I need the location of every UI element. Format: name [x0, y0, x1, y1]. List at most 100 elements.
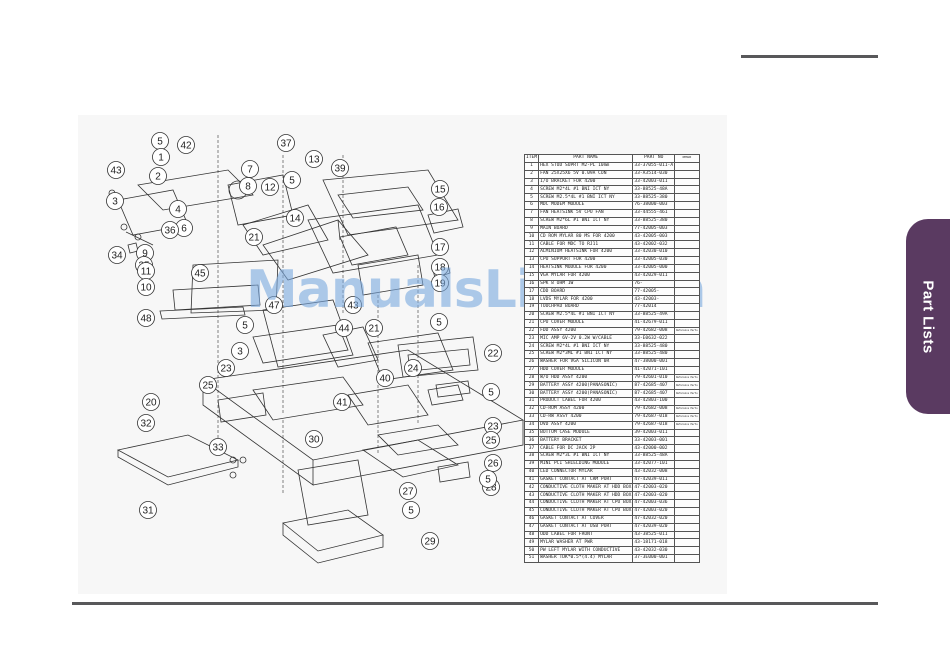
cell-item: 32: [523, 405, 540, 414]
cell-item: 27: [523, 365, 540, 375]
callout-bubble: 5: [151, 132, 169, 150]
callout-bubble: 13: [305, 150, 323, 168]
cell-item: 38: [523, 452, 540, 461]
callout-circle: [365, 319, 383, 337]
callout-circle: [484, 344, 502, 362]
cell-part-name: CONDUCTIVE CLOTH MAKER AT HDD BOX: [538, 483, 634, 493]
cell-remark: [674, 161, 700, 171]
callout-bubble: 27: [399, 482, 417, 500]
callout-bubble: 10: [137, 278, 155, 296]
cell-remark: Reference Parts: [674, 420, 700, 430]
callout-number: 12: [264, 183, 276, 194]
callout-number: 23: [487, 422, 499, 433]
cell-item: 11: [523, 240, 540, 250]
cell-part-no: 79-42601-010: [632, 373, 676, 383]
cell-part-no: 43-42003-: [632, 295, 676, 305]
callout-circle: [431, 238, 449, 256]
cell-item: 22: [523, 326, 540, 336]
cell-remark: [674, 428, 700, 438]
callout-circle: [305, 430, 323, 448]
callout-circle: [305, 150, 323, 168]
cell-remark: [674, 483, 700, 493]
callout-circle: [199, 376, 217, 394]
callout-bubble: 5: [402, 501, 420, 519]
callout-number: 9: [142, 249, 148, 260]
cell-item: 18: [523, 295, 540, 305]
cell-remark: [674, 444, 700, 454]
cell-part-name: CPU SUPPORT FOR 4200: [538, 255, 634, 265]
cell-part-no: 33-88525-48A: [632, 185, 676, 195]
callout-number: 5: [488, 388, 494, 399]
cell-part-no: 43-42803-100: [632, 397, 676, 406]
callout-number: 31: [142, 506, 154, 517]
cell-remark: [674, 475, 700, 485]
callout-number: 48: [140, 314, 152, 325]
callout-bubble: 3: [106, 192, 124, 210]
cell-part-name: GASKET CONTACT AT CRM PORT: [538, 475, 634, 485]
callout-bubble: 33: [209, 438, 227, 456]
cell-item: 13: [523, 255, 540, 265]
section-tab-part-lists[interactable]: Part Lists: [906, 219, 950, 414]
callout-circle: [239, 177, 257, 195]
callout-circle: [191, 264, 209, 282]
callout-circle: [402, 501, 420, 519]
cell-remark: [674, 208, 700, 218]
callout-number: 22: [487, 349, 499, 360]
cell-part-name: BOTTOM CASE MODULE: [538, 428, 634, 438]
callout-bubble: 16: [430, 198, 448, 216]
cell-item: 4: [523, 185, 540, 195]
callout-number: 37: [280, 139, 292, 150]
callout-circle: [431, 180, 449, 198]
callout-circle: [335, 319, 353, 337]
cell-item: 46: [523, 514, 540, 524]
cell-part-no: 33-88525-48A: [632, 452, 676, 461]
callout-number: 5: [436, 318, 442, 329]
cell-remark: [674, 185, 700, 195]
cell-part-no: 79-42682-008: [632, 405, 676, 414]
callout-circle: [344, 296, 362, 314]
callout-bubble: 47: [265, 296, 283, 314]
callout-bubble: 29: [421, 532, 439, 550]
callout-circle: [217, 359, 235, 377]
callout-bubble: 14: [286, 209, 304, 227]
cell-remark: Reference Parts: [674, 373, 700, 383]
callout-circle: [236, 316, 254, 334]
callout-circle: [277, 134, 295, 152]
cell-remark: [674, 538, 700, 548]
callout-bubble: 20: [142, 393, 160, 411]
cell-item: 47: [523, 522, 540, 532]
callout-bubble: 41: [333, 393, 351, 411]
cell-item: 25: [523, 350, 540, 359]
callout-number: 21: [248, 233, 260, 244]
callout-number: 3: [112, 197, 118, 208]
cell-part-name: MIC AMP 6V-2V 0.2W W/CABLE: [538, 334, 634, 344]
callout-bubble: 21: [365, 319, 383, 337]
callout-number: 5: [242, 321, 248, 332]
cell-part-no: 87-42685-407: [632, 381, 676, 391]
callout-bubble: 7: [241, 160, 259, 178]
cell-part-no: 33-42077-101: [632, 459, 676, 469]
cell-part-no: 87-42685-407: [632, 389, 676, 399]
cell-part-name: CD-ROM ASSY 4200: [538, 405, 634, 414]
cell-part-no: 33-88525-480: [632, 350, 676, 359]
cell-part-no: 33-E0632-022: [632, 334, 676, 344]
cell-item: 30: [523, 389, 540, 399]
cell-remark: [674, 224, 700, 234]
cell-item: 33: [523, 412, 540, 422]
cell-part-no: 43-42032-008: [632, 467, 676, 477]
callout-number: 13: [308, 155, 320, 166]
cell-part-name: CONDUCTIVE CLOTH MAKER AT CPU BOX: [538, 506, 634, 516]
exploded-view-figure: 5134324246369353411104837713398125142115…: [78, 115, 727, 594]
cell-item: 8: [523, 216, 540, 226]
callout-number: 41: [336, 398, 348, 409]
cell-part-name: PRODUCT LABEL FOR 4200: [538, 397, 634, 406]
